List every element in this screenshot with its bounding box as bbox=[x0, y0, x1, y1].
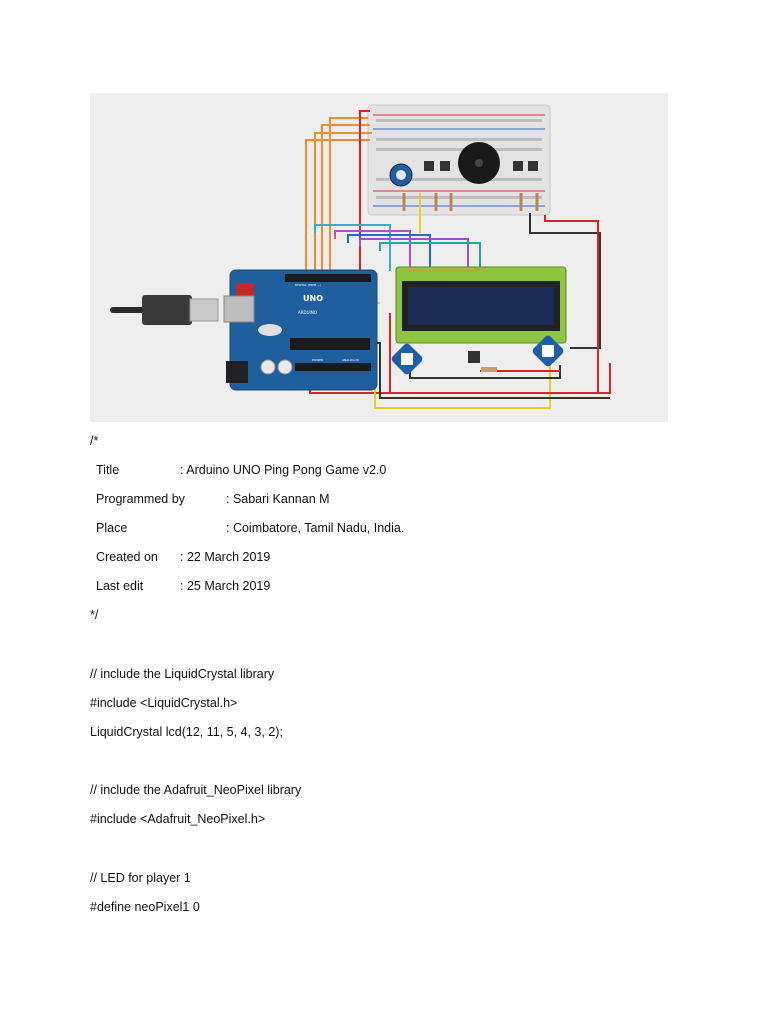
lcd-display bbox=[395, 266, 567, 344]
header-label-place: Place bbox=[96, 521, 128, 535]
header-label-created-on: Created on bbox=[96, 550, 158, 564]
code-line: #include <Adafruit_NeoPixel.h> bbox=[90, 812, 266, 826]
circuit-diagram-image: UNO ARDUINO DIGITAL (PWM ~) POWER ANALOG… bbox=[90, 93, 668, 422]
header-label-last-edit: Last edit bbox=[96, 579, 144, 593]
usb-cable bbox=[110, 295, 219, 325]
svg-text:POWER: POWER bbox=[312, 358, 323, 362]
code-line: #include <LiquidCrystal.h> bbox=[90, 696, 238, 710]
svg-text:UNO: UNO bbox=[303, 294, 323, 303]
code-line: LiquidCrystal lcd(12, 11, 5, 4, 3, 2); bbox=[90, 725, 283, 739]
code-line: // include the Adafruit_NeoPixel library bbox=[90, 783, 302, 797]
code-line: #define neoPixel1 0 bbox=[90, 900, 200, 914]
header-value-programmed-by: : Sabari Kannan M bbox=[226, 492, 330, 506]
breadboard bbox=[367, 104, 551, 216]
header-value-created-on: : 22 March 2019 bbox=[180, 550, 271, 564]
header-label-title: Title bbox=[96, 463, 120, 477]
svg-text:ARDUINO: ARDUINO bbox=[298, 310, 317, 315]
code-line: // LED for player 1 bbox=[90, 871, 191, 885]
code-line: // include the LiquidCrystal library bbox=[90, 667, 275, 681]
header-value-last-edit: : 25 March 2019 bbox=[180, 579, 271, 593]
svg-text:ANALOG IN: ANALOG IN bbox=[342, 358, 359, 362]
neopixel-right bbox=[532, 335, 564, 367]
header-value-title: : Arduino UNO Ping Pong Game v2.0 bbox=[180, 463, 387, 477]
header-label-programmed-by: Programmed by bbox=[96, 492, 185, 506]
comment-open: /* bbox=[90, 434, 99, 448]
arduino-uno-board: UNO ARDUINO DIGITAL (PWM ~) POWER ANALOG… bbox=[223, 269, 378, 391]
comment-close: */ bbox=[90, 608, 99, 622]
svg-text:DIGITAL (PWM ~): DIGITAL (PWM ~) bbox=[295, 283, 321, 287]
header-value-place: : Coimbatore, Tamil Nadu, India. bbox=[226, 521, 405, 535]
neopixel-left bbox=[391, 343, 423, 375]
